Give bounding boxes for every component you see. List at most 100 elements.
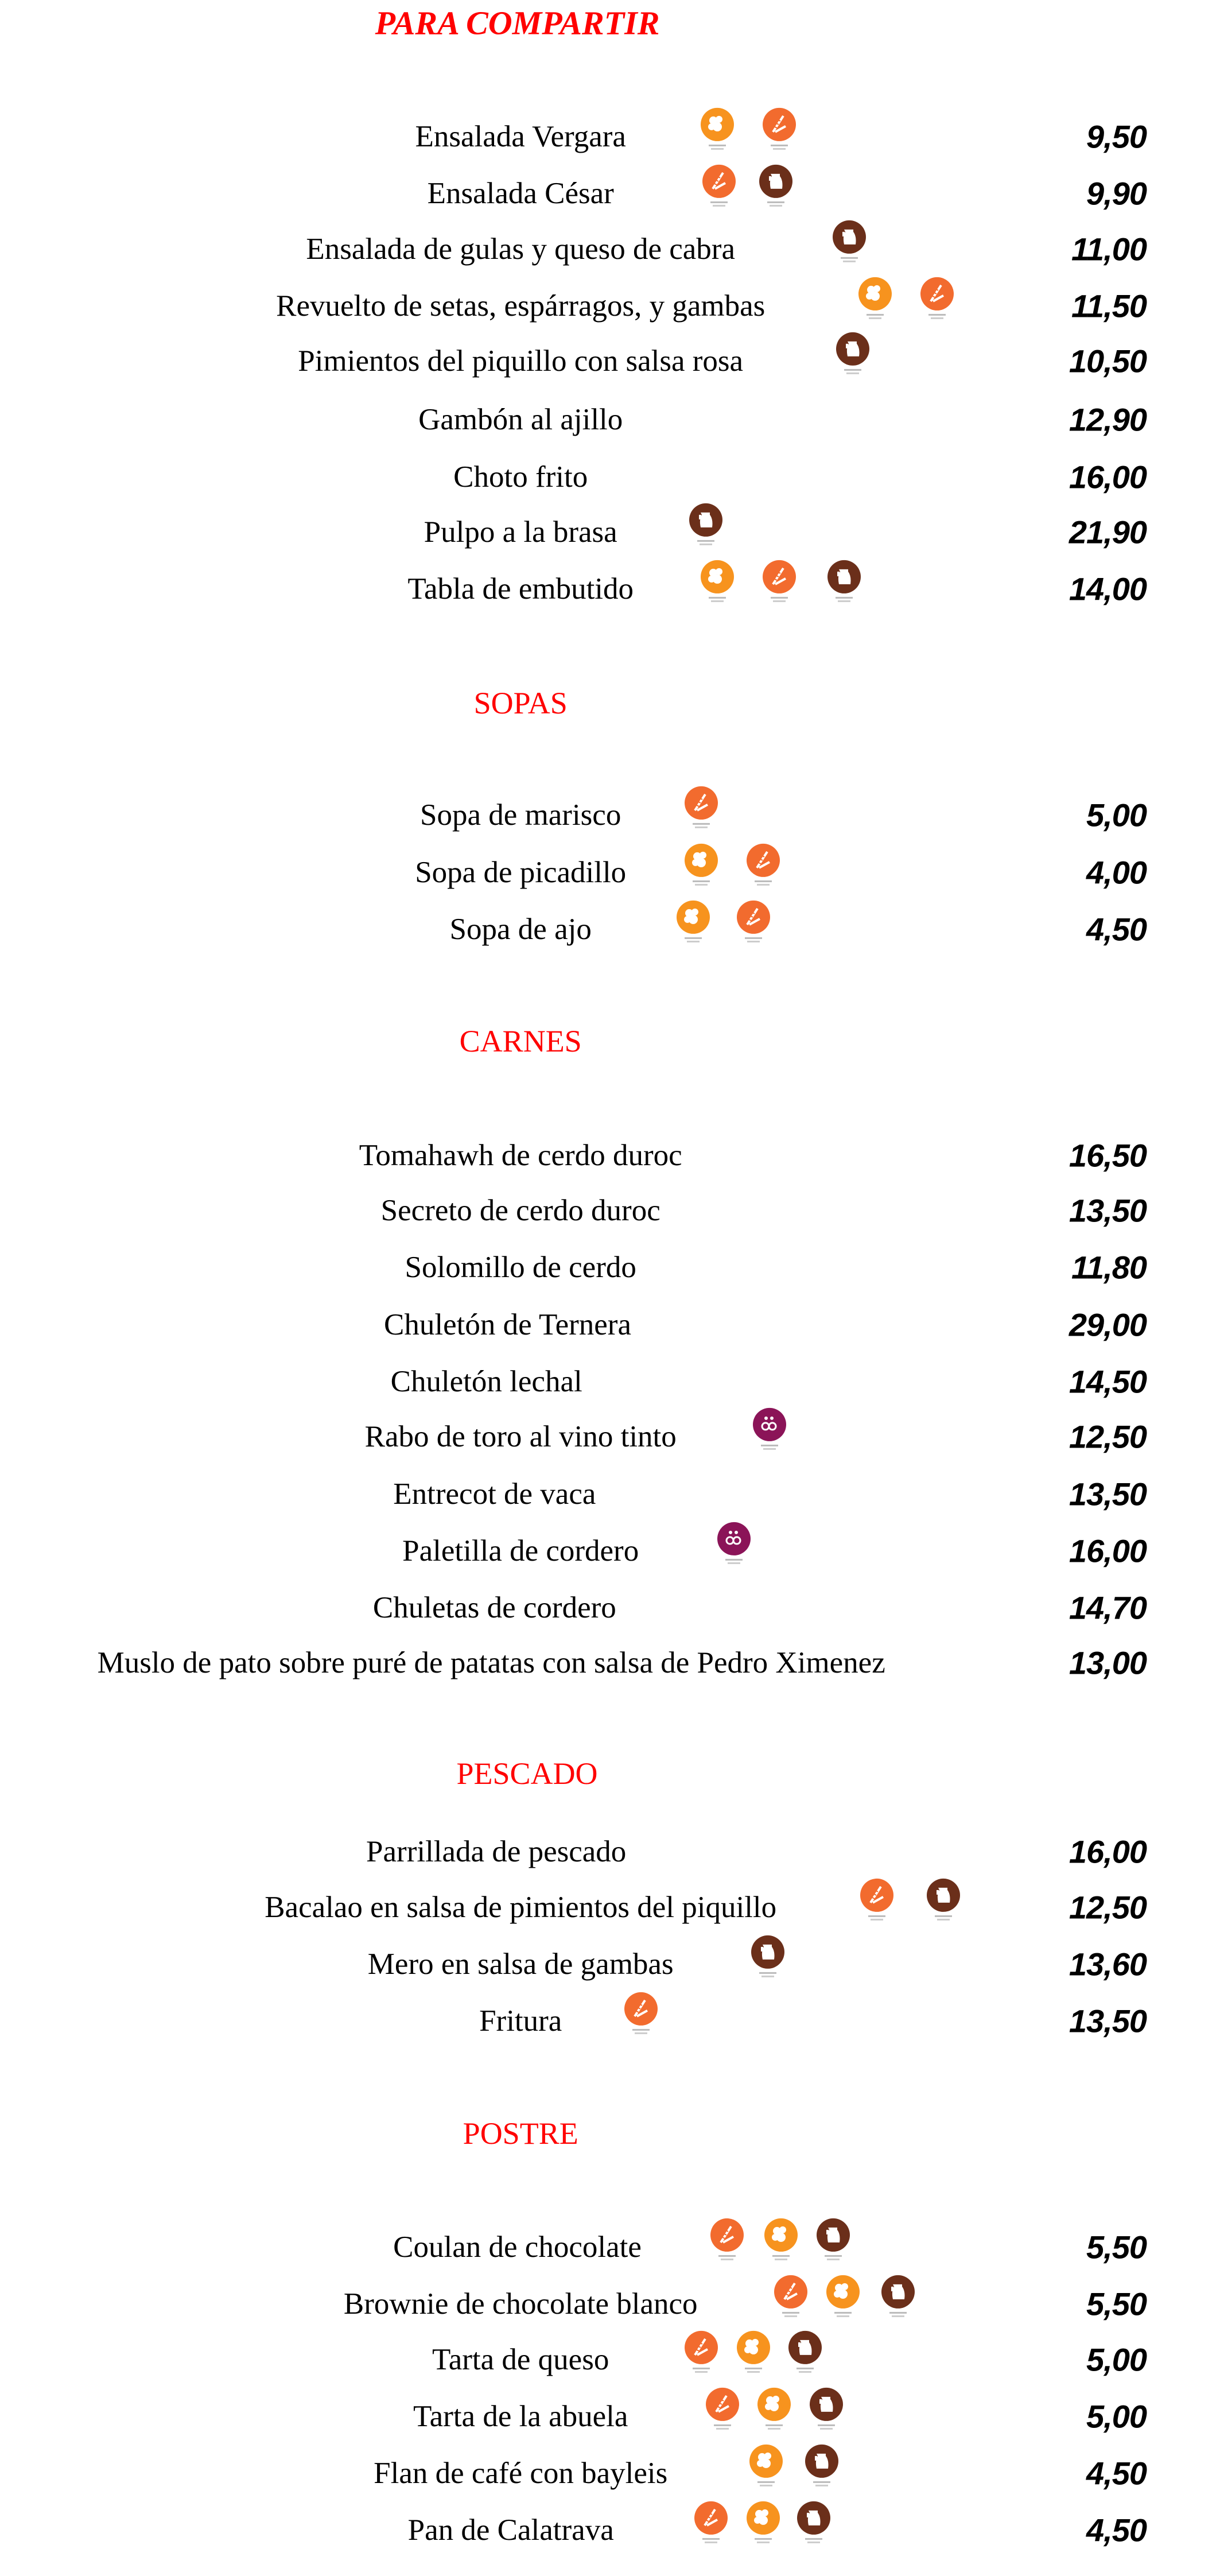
- menu-item-name: Pulpo a la brasa: [423, 515, 617, 549]
- gluten-allergen-icon: [682, 785, 720, 833]
- egg-allergen-icon: [682, 842, 720, 890]
- menu-item-name: Fritura: [479, 2004, 562, 2038]
- menu-item-price: 10,50: [1069, 343, 1147, 379]
- menu-item-name: Paletilla de cordero: [402, 1534, 639, 1568]
- egg-allergen-icon: [698, 107, 736, 155]
- gluten-allergen-icon: [622, 1991, 660, 2039]
- menu-item-name: Tarta de la abuela: [413, 2399, 628, 2433]
- menu-item-name: Rabo de toro al vino tinto: [364, 1420, 677, 1454]
- menu-item-name: Ensalada Vergara: [415, 120, 626, 154]
- menu-item-price: 4,50: [1086, 2512, 1147, 2548]
- gluten-allergen-icon: [760, 107, 798, 155]
- menu-item-price: 14,70: [1069, 1589, 1147, 1626]
- egg-allergen-icon: [744, 2500, 782, 2548]
- dairy-allergen-icon: [834, 331, 872, 379]
- menu-item-name: Entrecot de vaca: [393, 1477, 596, 1511]
- egg-allergen-icon: [747, 2443, 785, 2492]
- menu-item-name: Sopa de ajo: [449, 912, 592, 946]
- menu-item-name: Gambón al ajillo: [418, 403, 623, 437]
- menu-item-name: Muslo de pato sobre puré de patatas con …: [97, 1646, 885, 1680]
- menu-item-price: 29,00: [1069, 1306, 1147, 1343]
- menu-item-name: Mero en salsa de gambas: [367, 1947, 674, 1981]
- dairy-allergen-icon: [807, 2387, 845, 2435]
- menu-item-price: 13,00: [1069, 1644, 1147, 1681]
- egg-allergen-icon: [824, 2274, 862, 2322]
- dairy-allergen-icon: [795, 2500, 833, 2548]
- section-title: POSTRE: [463, 2116, 578, 2151]
- menu-item-price: 12,50: [1069, 1889, 1147, 1926]
- section-title: CARNES: [459, 1024, 582, 1059]
- dairy-allergen-icon: [757, 164, 795, 212]
- dairy-allergen-icon: [786, 2330, 824, 2378]
- egg-allergen-icon: [674, 899, 712, 948]
- section-title: PARA COMPARTIR: [375, 4, 660, 42]
- menu-item-name: Bacalao en salsa de pimientos del piquil…: [265, 1890, 777, 1924]
- menu-item-name: Solomillo de cerdo: [405, 1251, 636, 1285]
- menu-item-price: 4,00: [1086, 854, 1147, 891]
- gluten-allergen-icon: [744, 842, 782, 890]
- dairy-allergen-icon: [803, 2443, 841, 2492]
- menu-item-name: Revuelto de setas, espárragos, y gambas: [276, 289, 766, 323]
- menu-item-price: 11,00: [1071, 231, 1147, 267]
- menu-item-price: 5,00: [1086, 797, 1147, 833]
- menu-item-name: Tabla de embutido: [407, 572, 634, 606]
- menu-item-price: 5,00: [1086, 2341, 1147, 2378]
- menu-item-name: Pimientos del piquillo con salsa rosa: [298, 344, 744, 378]
- menu-item-price: 9,90: [1086, 175, 1147, 212]
- gluten-allergen-icon: [760, 559, 798, 607]
- egg-allergen-icon: [755, 2387, 793, 2435]
- gluten-allergen-icon: [704, 2387, 741, 2435]
- menu-item-name: Tomahawh de cerdo duroc: [359, 1138, 682, 1172]
- menu-item-name: Ensalada de gulas y queso de cabra: [306, 232, 735, 266]
- menu-item-price: 12,50: [1069, 1418, 1147, 1455]
- menu-item-price: 13,50: [1069, 2003, 1147, 2039]
- menu-item-price: 16,00: [1069, 1533, 1147, 1569]
- menu-item-price: 5,50: [1086, 2286, 1147, 2322]
- gluten-allergen-icon: [700, 164, 738, 212]
- menu-item-price: 11,80: [1071, 1249, 1147, 1286]
- egg-allergen-icon: [856, 276, 894, 324]
- gluten-allergen-icon: [708, 2217, 746, 2265]
- menu-item-name: Coulan de chocolate: [393, 2230, 642, 2264]
- menu-item-price: 16,50: [1069, 1137, 1147, 1174]
- menu-item-price: 4,50: [1086, 911, 1147, 948]
- egg-allergen-icon: [735, 2330, 772, 2378]
- menu-item-name: Chuletón lechal: [390, 1364, 582, 1398]
- menu-item-name: Choto frito: [453, 460, 588, 494]
- gluten-allergen-icon: [772, 2274, 810, 2322]
- menu-item-name: Tarta de queso: [432, 2342, 609, 2376]
- menu-item-name: Chuletón de Ternera: [384, 1308, 631, 1341]
- menu-item-price: 5,00: [1086, 2398, 1147, 2435]
- egg-allergen-icon: [762, 2217, 800, 2265]
- dairy-allergen-icon: [924, 1877, 962, 1926]
- menu-item-name: Chuletas de cordero: [372, 1590, 616, 1624]
- dairy-allergen-icon: [879, 2274, 917, 2322]
- gluten-allergen-icon: [692, 2500, 730, 2548]
- section-title: SOPAS: [473, 685, 568, 720]
- gluten-allergen-icon: [858, 1877, 896, 1926]
- menu-item-price: 4,50: [1086, 2455, 1147, 2492]
- gluten-allergen-icon: [918, 276, 956, 324]
- section-title: PESCADO: [456, 1756, 598, 1791]
- menu-item-price: 13,50: [1069, 1476, 1147, 1512]
- sulfites-allergen-icon: [715, 1521, 753, 1569]
- gluten-allergen-icon: [735, 899, 772, 948]
- menu-item-price: 14,00: [1069, 571, 1147, 607]
- menu-item-price: 13,50: [1069, 1192, 1147, 1229]
- menu-item-name: Sopa de picadillo: [415, 855, 627, 889]
- dairy-allergen-icon: [830, 219, 868, 267]
- menu-item-price: 21,90: [1069, 514, 1147, 550]
- dairy-allergen-icon: [749, 1934, 787, 1983]
- dairy-allergen-icon: [687, 502, 725, 550]
- menu-item-name: Secreto de cerdo duroc: [380, 1194, 660, 1228]
- menu-item-price: 11,50: [1071, 288, 1147, 324]
- menu-item-price: 9,50: [1086, 118, 1147, 155]
- dairy-allergen-icon: [814, 2217, 852, 2265]
- menu-item-name: Flan de café con bayleis: [374, 2457, 668, 2490]
- sulfites-allergen-icon: [751, 1407, 788, 1455]
- dairy-allergen-icon: [825, 559, 863, 607]
- menu-item-price: 16,00: [1069, 1833, 1147, 1870]
- menu-item-price: 13,60: [1069, 1946, 1147, 1983]
- gluten-allergen-icon: [682, 2330, 720, 2378]
- menu-item-name: Sopa de marisco: [420, 798, 621, 832]
